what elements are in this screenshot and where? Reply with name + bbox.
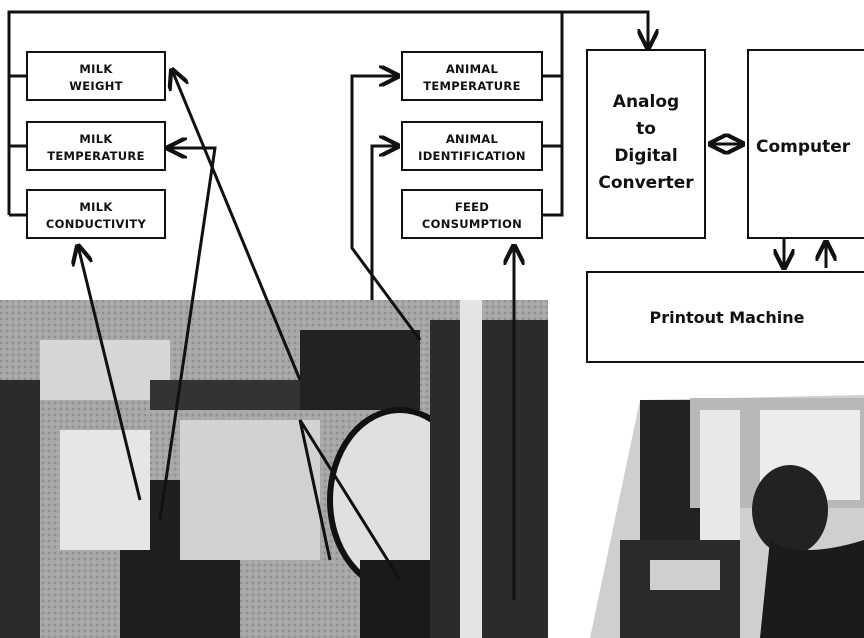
computer-box: Computer — [748, 50, 864, 238]
milk-weight-line1: MILK — [79, 62, 113, 76]
milk-temperature-line1: MILK — [79, 132, 113, 146]
bus-to-converter-arrow — [9, 12, 648, 215]
computer-operator-photo — [590, 395, 864, 638]
milk-temperature-box: MILK TEMPERATURE — [27, 122, 165, 170]
animal-temperature-line2: TEMPERATURE — [423, 79, 520, 93]
milk-temperature-line2: TEMPERATURE — [47, 149, 144, 163]
milk-conductivity-line1: MILK — [79, 200, 113, 214]
converter-line1: Analog — [613, 92, 679, 112]
milk-conductivity-line2: CONDUCTIVITY — [46, 217, 147, 231]
converter-line4: Converter — [598, 173, 694, 193]
milk-conductivity-box: MILK CONDUCTIVITY — [27, 190, 165, 238]
computer-label: Computer — [756, 137, 851, 157]
animal-temperature-line1: ANIMAL — [446, 62, 499, 76]
feed-consumption-box: FEED CONSUMPTION — [402, 190, 542, 238]
printout-label: Printout Machine — [649, 308, 804, 327]
analog-digital-converter-box: Analog to Digital Converter — [587, 50, 705, 238]
animal-identification-line2: IDENTIFICATION — [418, 149, 526, 163]
milking-parlor-photo — [0, 300, 548, 638]
animal-identification-box: ANIMAL IDENTIFICATION — [402, 122, 542, 170]
feed-consumption-line1: FEED — [455, 200, 489, 214]
feed-consumption-line2: CONSUMPTION — [422, 217, 522, 231]
milk-weight-box: MILK WEIGHT — [27, 52, 165, 100]
converter-line2: to — [636, 119, 656, 139]
animal-temperature-box: ANIMAL TEMPERATURE — [402, 52, 542, 100]
milk-weight-line2: WEIGHT — [69, 79, 123, 93]
printout-machine-box: Printout Machine — [587, 272, 864, 362]
right-bus — [542, 12, 562, 215]
animal-identification-sensor-line — [372, 146, 398, 300]
animal-identification-line1: ANIMAL — [446, 132, 499, 146]
converter-line3: Digital — [614, 146, 677, 166]
